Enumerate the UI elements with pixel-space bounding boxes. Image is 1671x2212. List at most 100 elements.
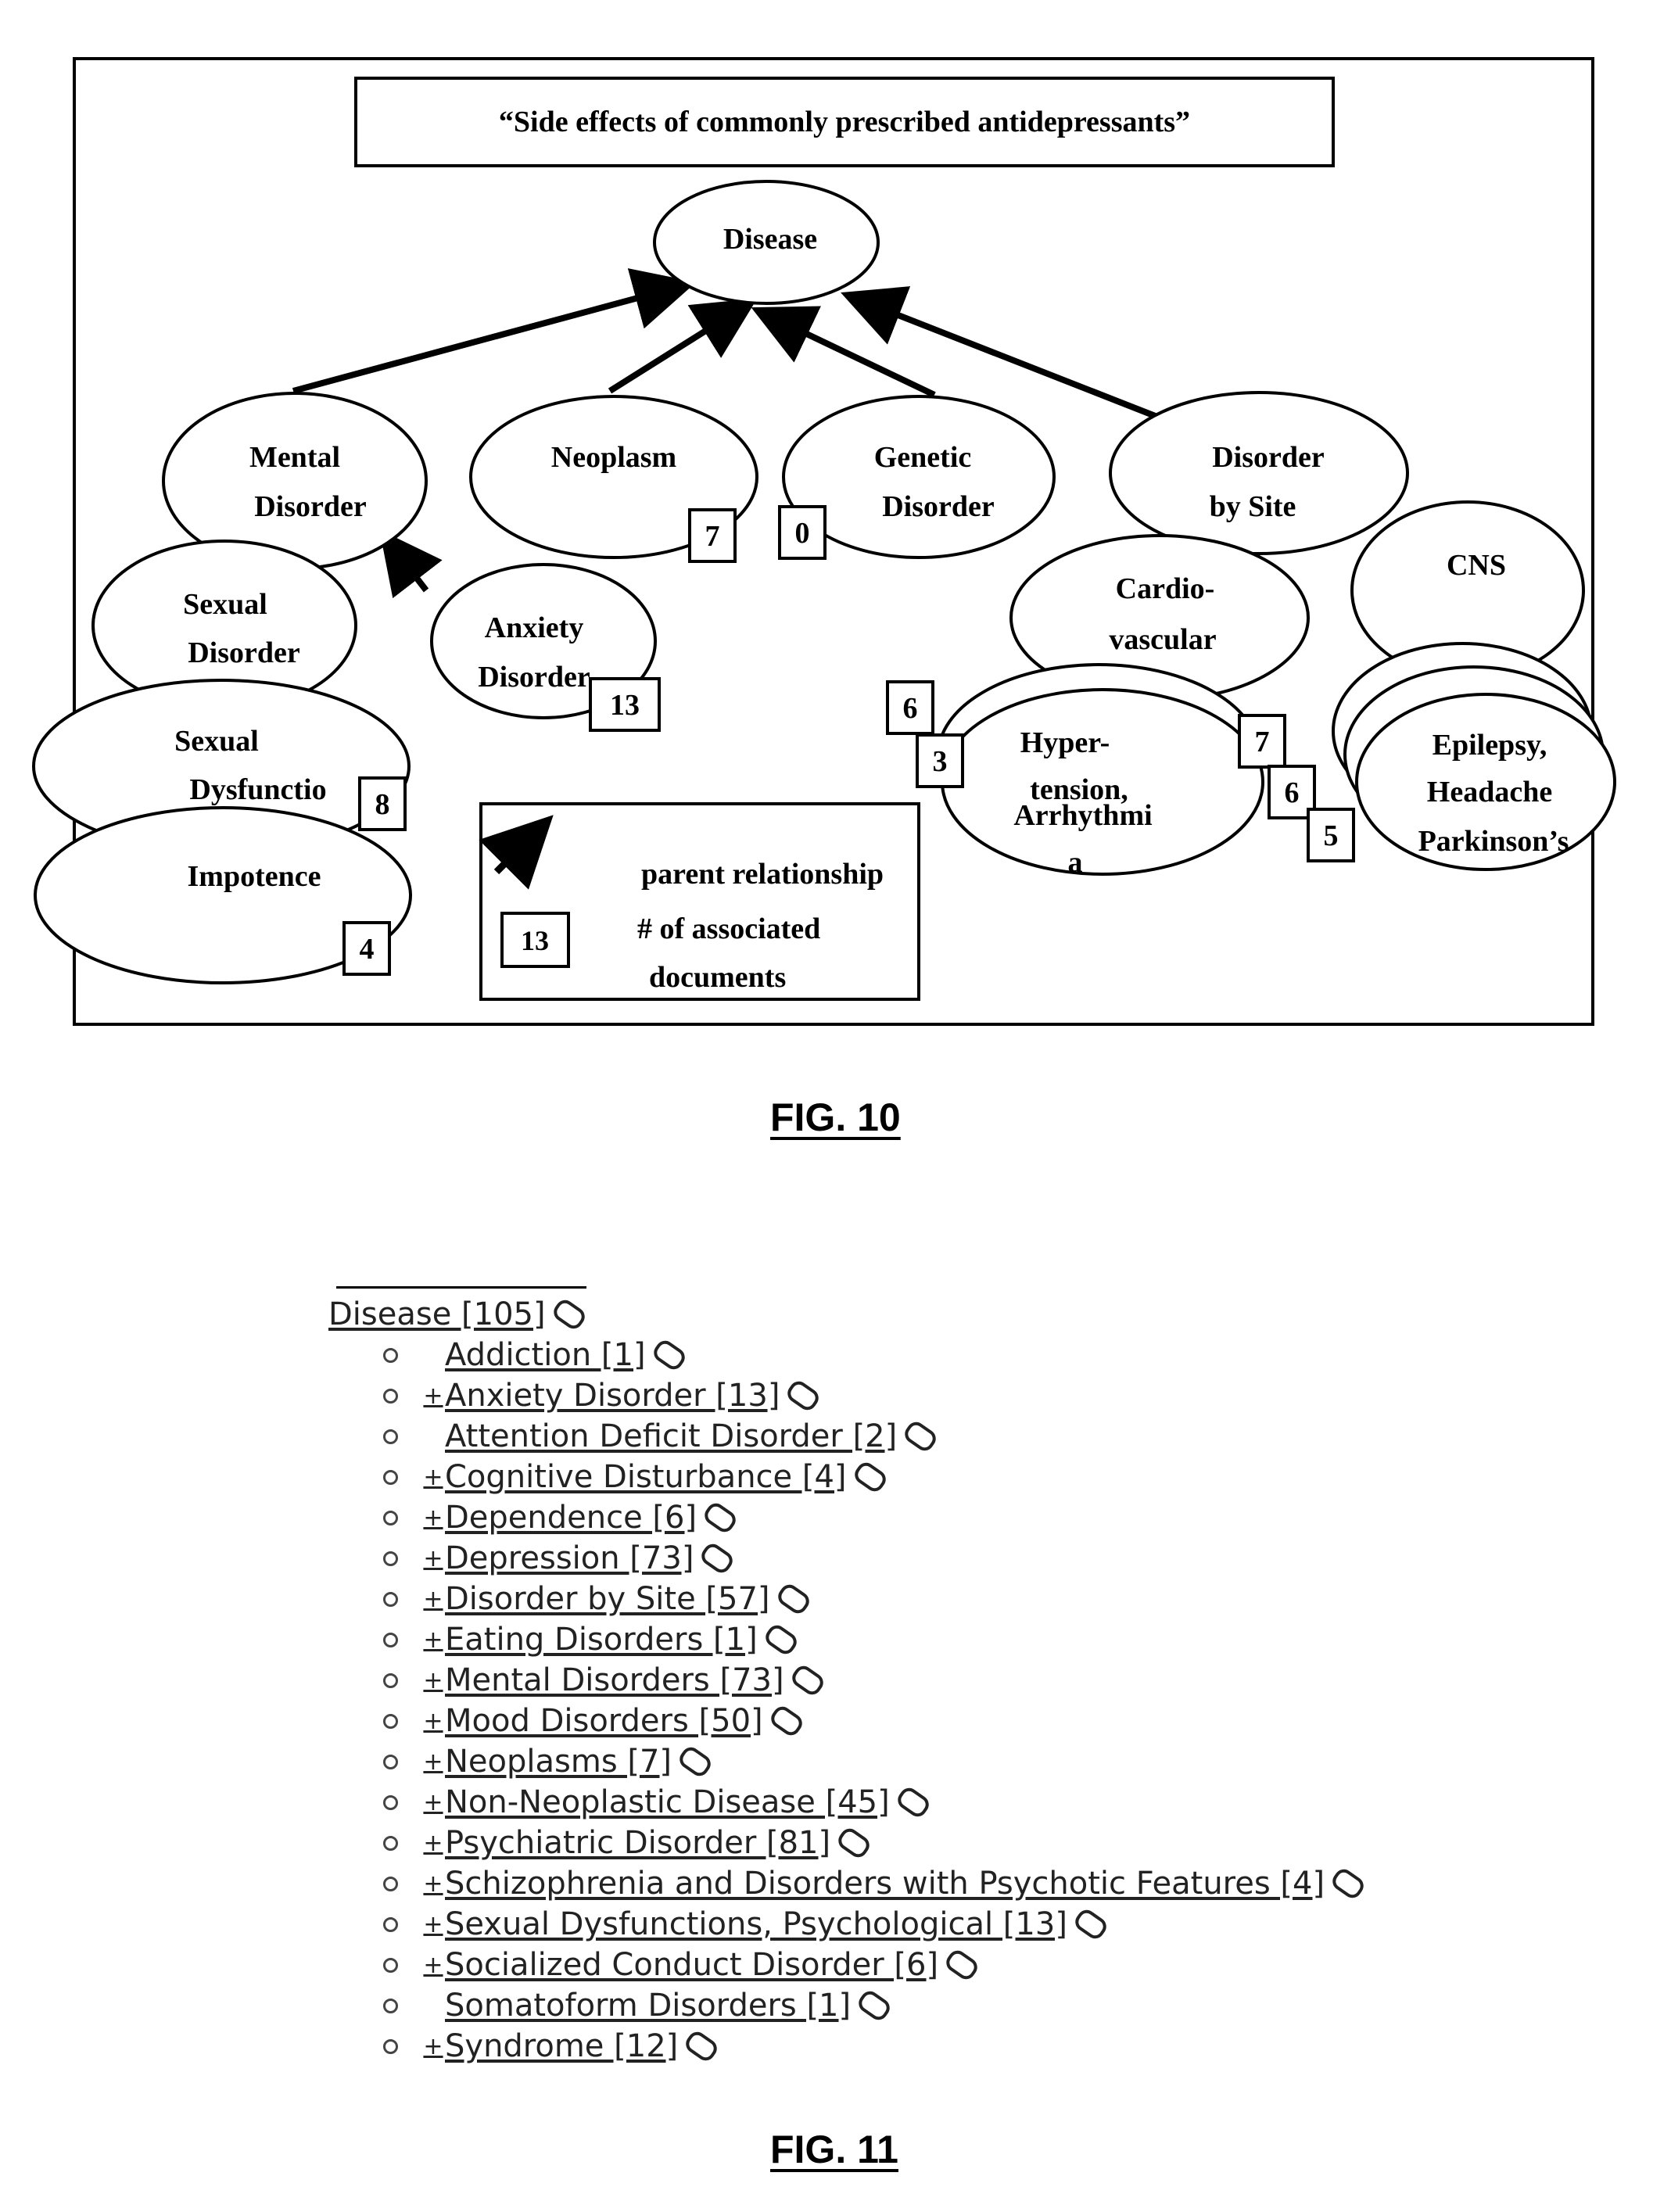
- label-genetic-1: Genetic: [874, 441, 972, 474]
- paperclip-icon[interactable]: [767, 1703, 806, 1739]
- tree-item-link[interactable]: Anxiety Disorder [13]: [445, 1378, 780, 1414]
- tree-item: Addiction [1]: [328, 1335, 1364, 1375]
- bullet-icon: [383, 1469, 398, 1485]
- paperclip-icon[interactable]: [901, 1418, 940, 1454]
- paperclip-icon[interactable]: [1329, 1866, 1368, 1902]
- count-box-hypertension-a: [886, 680, 934, 735]
- tree-item-link[interactable]: Socialized Conduct Disorder [6]: [445, 1947, 939, 1983]
- bullet-icon: [383, 1632, 398, 1647]
- label-anxiety-1: Anxiety: [485, 611, 584, 644]
- expand-toggle[interactable]: +: [423, 1910, 443, 1938]
- label-dysfunction-1: Sexual: [174, 725, 259, 758]
- expand-toggle[interactable]: +: [423, 1544, 443, 1572]
- tree-item-link[interactable]: Dependence [6]: [445, 1500, 697, 1536]
- label-hyper-3: Arrhythmi: [1013, 799, 1152, 832]
- label-site-1: Disorder: [1212, 441, 1325, 474]
- expand-toggle[interactable]: +: [423, 2032, 443, 2060]
- tree-item-link[interactable]: Syndrome [12]: [445, 2028, 679, 2064]
- tree-item: +Mood Disorders [50]: [328, 1701, 1364, 1741]
- tree-item-link[interactable]: Disorder by Site [57]: [445, 1581, 770, 1617]
- paperclip-icon[interactable]: [774, 1581, 812, 1617]
- paperclip-icon[interactable]: [894, 1784, 933, 1820]
- label-epilepsy-2: Headache: [1427, 776, 1552, 808]
- tree-item-link[interactable]: Cognitive Disturbance [4]: [445, 1459, 847, 1495]
- paperclip-icon[interactable]: [1071, 1906, 1110, 1942]
- tree-item: +Mental Disorders [73]: [328, 1660, 1364, 1701]
- bullet-icon: [383, 1672, 398, 1688]
- tree-item-link[interactable]: Schizophrenia and Disorders with Psychot…: [445, 1866, 1325, 1902]
- legend: parent relationship 13 # of associated d…: [479, 802, 920, 1001]
- tree-item-link[interactable]: Attention Deficit Disorder [2]: [445, 1418, 898, 1454]
- expand-toggle[interactable]: +: [423, 1829, 443, 1857]
- paperclip-icon[interactable]: [682, 2028, 721, 2064]
- tree-root-link[interactable]: Disease [105]: [328, 1296, 546, 1332]
- tree-item-link[interactable]: Psychiatric Disorder [81]: [445, 1825, 831, 1861]
- paperclip-icon[interactable]: [701, 1500, 740, 1536]
- expand-toggle[interactable]: +: [423, 1585, 443, 1613]
- expand-toggle[interactable]: +: [423, 1951, 443, 1979]
- count-genetic: 0: [795, 517, 810, 550]
- legend-count-box: [500, 912, 570, 968]
- bullet-icon: [383, 1754, 398, 1769]
- arrow-mental-to-disease: [292, 268, 697, 394]
- count-impotence: 4: [360, 933, 375, 966]
- paperclip-icon[interactable]: [855, 1988, 894, 2024]
- tree-item-link[interactable]: Mental Disorders [73]: [445, 1662, 784, 1698]
- label-genetic-2: Disorder: [882, 490, 995, 523]
- node-epilepsy: [1355, 693, 1616, 871]
- legend-count-label-2: documents: [649, 961, 786, 994]
- paperclip-icon[interactable]: [676, 1744, 715, 1780]
- legend-count-sample: 13: [521, 925, 549, 956]
- count-dysfunction: 8: [375, 788, 390, 821]
- tree-item-link[interactable]: Somatoform Disorders [1]: [445, 1988, 852, 2024]
- expand-toggle[interactable]: +: [423, 1748, 443, 1776]
- expand-toggle[interactable]: +: [423, 1463, 443, 1491]
- node-disorder-by-site: [1109, 391, 1409, 555]
- expand-toggle[interactable]: +: [423, 1626, 443, 1654]
- tree-item: Somatoform Disorders [1]: [328, 1985, 1364, 2026]
- label-dysfunction-2: Dysfunctio: [189, 773, 326, 806]
- expand-toggle[interactable]: +: [423, 1870, 443, 1898]
- bullet-icon: [383, 1998, 398, 2013]
- paperclip-icon[interactable]: [788, 1662, 827, 1698]
- paperclip-icon[interactable]: [784, 1378, 823, 1414]
- disease-tree: Disease [105] Addiction [1]+Anxiety Diso…: [328, 1286, 1368, 2067]
- expand-toggle[interactable]: +: [423, 1666, 443, 1694]
- tree-item-link[interactable]: Eating Disorders [1]: [445, 1622, 758, 1658]
- count-box-cns-c: [1307, 808, 1355, 862]
- label-cardio-2: vascular: [1109, 623, 1216, 656]
- tree-list: Addiction [1]+Anxiety Disorder [13]Atten…: [328, 1335, 1368, 2067]
- tree-item: +Schizophrenia and Disorders with Psycho…: [328, 1863, 1368, 1904]
- bullet-icon: [383, 1429, 398, 1444]
- label-impotence: Impotence: [188, 860, 321, 893]
- arrow-neoplasm-to-disease: [608, 298, 758, 394]
- query-text: “Side effects of commonly prescribed ant…: [499, 106, 1190, 138]
- tree-item-link[interactable]: Neoplasms [7]: [445, 1744, 672, 1780]
- paperclip-icon[interactable]: [851, 1459, 889, 1495]
- tree-item-link[interactable]: Mood Disorders [50]: [445, 1703, 763, 1739]
- tree-item-link[interactable]: Depression [73]: [445, 1540, 694, 1576]
- bullet-icon: [383, 1957, 398, 1973]
- paperclip-icon[interactable]: [550, 1296, 589, 1332]
- count-cns-a: 7: [1255, 726, 1270, 758]
- expand-toggle[interactable]: +: [423, 1504, 443, 1532]
- tree-item: +Eating Disorders [1]: [328, 1619, 1364, 1660]
- expand-toggle[interactable]: +: [423, 1707, 443, 1735]
- label-cns: CNS: [1447, 549, 1506, 582]
- tree-item-link[interactable]: Addiction [1]: [445, 1337, 646, 1373]
- expand-toggle[interactable]: +: [423, 1382, 443, 1410]
- tree-item-link[interactable]: Sexual Dysfunctions, Psychological [13]: [445, 1906, 1067, 1942]
- node-neoplasm: [469, 395, 758, 559]
- paperclip-icon[interactable]: [942, 1947, 981, 1983]
- tree-item: +Anxiety Disorder [13]: [328, 1375, 1364, 1416]
- count-hypertension-b: 3: [933, 745, 948, 778]
- tree-top-rule: [336, 1286, 586, 1289]
- paperclip-icon[interactable]: [650, 1337, 688, 1373]
- paperclip-icon[interactable]: [698, 1540, 737, 1576]
- tree-item-link[interactable]: Non-Neoplastic Disease [45]: [445, 1784, 890, 1820]
- label-sexual-disorder-2: Disorder: [188, 636, 300, 669]
- expand-toggle[interactable]: +: [423, 1788, 443, 1816]
- figure-frame: [73, 57, 1594, 1026]
- paperclip-icon[interactable]: [834, 1825, 873, 1861]
- paperclip-icon[interactable]: [762, 1622, 801, 1658]
